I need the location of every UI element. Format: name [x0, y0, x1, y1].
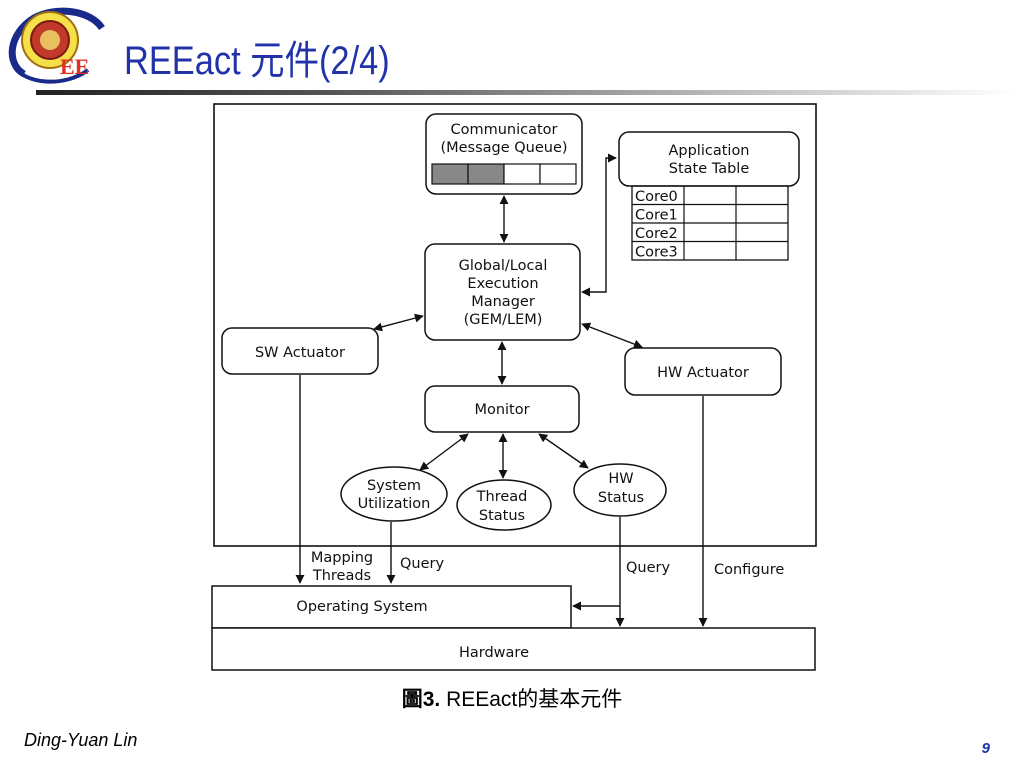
- sw-actuator-box: SW Actuator: [221, 327, 379, 375]
- system-util-label: System: [367, 478, 421, 494]
- query-right-label: Query: [626, 560, 670, 576]
- monitor-sysutil-connector: [419, 433, 469, 471]
- thread-status-label: Status: [479, 508, 525, 524]
- title-divider: [36, 90, 1016, 95]
- figure-caption-text: REEact的基本元件: [440, 688, 623, 711]
- core-label: Core0: [635, 189, 678, 205]
- manager-table-connector: [581, 153, 617, 297]
- queue-slot: [467, 163, 505, 185]
- queue-slot: [503, 163, 541, 185]
- mapping-threads-label: Mapping: [311, 550, 373, 566]
- department-logo: EE: [8, 7, 105, 84]
- manager-sw-connector: [373, 313, 424, 332]
- thread-status-node: Thread Status: [456, 479, 552, 531]
- communicator-box: Communicator (Message Queue): [425, 113, 583, 195]
- operating-system-label: Operating System: [296, 599, 427, 615]
- hw-status-label: HW: [608, 471, 633, 487]
- hw-status-label: Status: [598, 490, 644, 506]
- manager-label: Execution: [467, 276, 538, 292]
- query-left-label: Query: [400, 556, 444, 572]
- figure-caption: 圖3. REEact的基本元件: [0, 683, 1024, 713]
- reeact-frame: [213, 103, 817, 547]
- queue-slot: [539, 163, 577, 185]
- page-number: 9: [981, 740, 990, 757]
- configure-label: Configure: [714, 562, 784, 578]
- manager-label: Global/Local: [459, 258, 548, 274]
- core-label: Core1: [635, 208, 678, 224]
- monitor-box: Monitor: [424, 385, 580, 433]
- sw-actuator-label: SW Actuator: [255, 345, 345, 361]
- execution-manager-box: Global/Local Execution Manager (GEM/LEM): [424, 243, 581, 341]
- communicator-sublabel: (Message Queue): [440, 140, 567, 156]
- application-state-table: Application State Table Core0 Core1 Core…: [618, 131, 800, 261]
- communicator-label: Communicator: [450, 122, 557, 138]
- hardware-box: Hardware: [211, 627, 816, 671]
- author-name: Ding-Yuan Lin: [24, 730, 138, 750]
- hardware-label: Hardware: [459, 645, 529, 661]
- manager-hw-connector: [581, 322, 643, 349]
- system-utilization-node: System Utilization: [340, 466, 448, 522]
- thread-status-label: Thread: [476, 489, 528, 505]
- hw-actuator-box: HW Actuator: [624, 347, 782, 396]
- app-table-label: Application: [668, 143, 749, 159]
- logo-text: EE: [60, 54, 89, 79]
- core-label: Core3: [635, 245, 678, 261]
- manager-label: Manager: [471, 294, 535, 310]
- hw-actuator-label: HW Actuator: [657, 365, 749, 381]
- monitor-label: Monitor: [474, 402, 529, 418]
- hw-status-node: HW Status: [573, 463, 667, 517]
- manager-label: (GEM/LEM): [464, 312, 543, 328]
- operating-system-box: Operating System: [211, 585, 572, 629]
- system-util-label: Utilization: [358, 496, 431, 512]
- queue-slot: [431, 163, 469, 185]
- mapping-threads-label: Threads: [312, 568, 371, 584]
- app-table-sublabel: State Table: [669, 161, 750, 177]
- figure-label: 圖3.: [401, 688, 441, 711]
- core-label: Core2: [635, 226, 678, 242]
- slide-title: REEact 元件(2/4): [124, 39, 390, 83]
- monitor-hwstatus-connector: [538, 433, 589, 469]
